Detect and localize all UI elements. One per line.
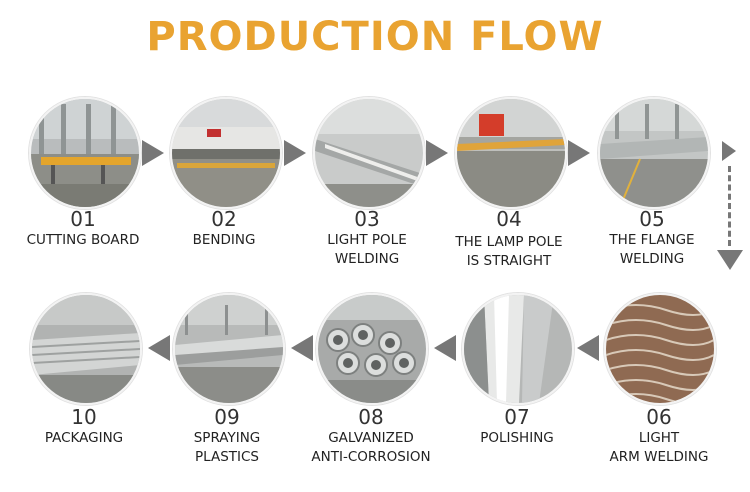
step-label-line2: IS STRAIGHT	[434, 252, 584, 271]
step-number: 01	[8, 207, 158, 231]
step-09-photo-spraying	[173, 293, 285, 405]
step-number: 04	[434, 207, 584, 231]
step-05-photo-flange	[598, 97, 710, 209]
step-label-line2: ARM WELDING	[584, 448, 734, 467]
step-number: 10	[9, 405, 159, 429]
step-label: PACKAGING	[9, 429, 159, 448]
step-01-photo-cutting	[29, 97, 141, 209]
step-number: 09	[152, 405, 302, 429]
arrow-right-icon	[284, 140, 306, 166]
page-title: PRODUCTION FLOW	[0, 14, 750, 60]
step-02-photo-bending	[170, 97, 282, 209]
step-label-line2: ANTI-CORROSION	[296, 448, 446, 467]
step-label: LIGHT	[584, 429, 734, 448]
step-label: LIGHT POLE	[292, 231, 442, 250]
step-number: 03	[292, 207, 442, 231]
step-number: 05	[577, 207, 727, 231]
arrow-left-icon	[434, 335, 456, 361]
dashed-connector	[728, 166, 731, 246]
step-label-line2: WELDING	[577, 250, 727, 269]
arrow-left-icon	[291, 335, 313, 361]
step-label-line2: WELDING	[292, 250, 442, 269]
step-label: BENDING	[149, 231, 299, 250]
step-label: GALVANIZED	[296, 429, 446, 448]
step-07-photo-polishing	[462, 293, 574, 405]
arrow-right-icon	[568, 140, 590, 166]
step-03-photo-welding	[313, 97, 425, 209]
step-label: SPRAYING	[152, 429, 302, 448]
step-label: THE FLANGE	[577, 231, 727, 250]
arrow-left-icon	[577, 335, 599, 361]
step-number: 02	[149, 207, 299, 231]
arrow-right-icon	[722, 141, 736, 161]
step-label: POLISHING	[442, 429, 592, 448]
step-number: 06	[584, 405, 734, 429]
step-04-photo-straightening	[455, 97, 567, 209]
step-label: THE LAMP POLE	[434, 233, 584, 252]
step-label-line2: PLASTICS	[152, 448, 302, 467]
arrow-left-icon	[148, 335, 170, 361]
step-number: 07	[442, 405, 592, 429]
step-number: 08	[296, 405, 446, 429]
step-08-photo-galvanized	[316, 293, 428, 405]
arrow-right-icon	[142, 140, 164, 166]
step-06-photo-arm-welding	[604, 293, 716, 405]
step-10-photo-packaging	[30, 293, 142, 405]
step-label: CUTTING BOARD	[8, 231, 158, 250]
arrow-right-icon	[426, 140, 448, 166]
